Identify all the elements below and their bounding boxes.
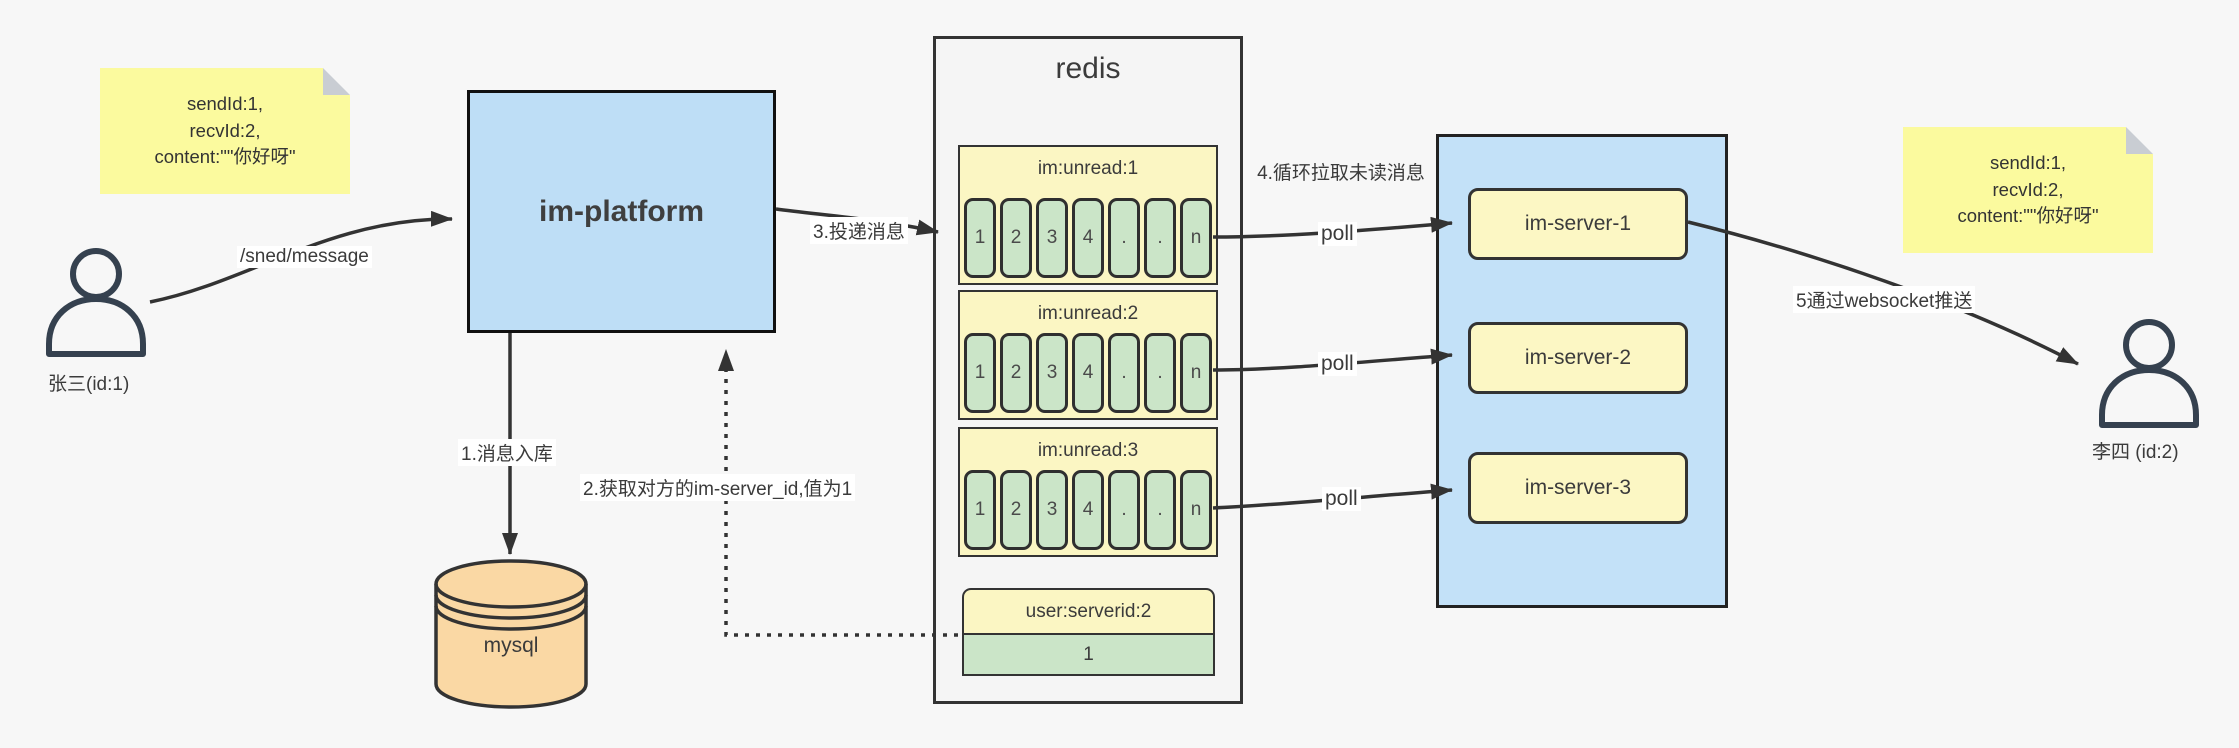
edge-label-step2: 2.获取对方的im-server_id,值为1 xyxy=(580,474,856,501)
im-platform-box: im-platform xyxy=(467,90,776,333)
im-platform-title: im-platform xyxy=(539,194,704,228)
im-server-2-box: im-server-2 xyxy=(1468,322,1688,394)
im-server-1-label: im-server-1 xyxy=(1524,212,1632,235)
im-server-3-label: im-server-3 xyxy=(1524,476,1632,499)
user-icon xyxy=(46,248,146,357)
queue-cell: 2 xyxy=(1000,470,1032,550)
queue-cell: 3 xyxy=(1036,470,1068,550)
queue-cell: 4 xyxy=(1072,198,1104,278)
queue-cell: 1 xyxy=(964,198,996,278)
edge-label-step3: 3.投递消息 xyxy=(810,217,908,244)
queue-cell: . xyxy=(1108,333,1140,413)
queue-cell: n xyxy=(1180,470,1212,550)
queue-cell: 2 xyxy=(1000,198,1032,278)
redis-queue-unread-1: im:unread:1 1 2 3 4 . . n xyxy=(958,145,1218,285)
note-line: sendId:1, xyxy=(186,92,264,114)
note-fold-icon xyxy=(323,68,350,95)
sticky-note-right: sendId:1, recvId:2, content:""你好呀" xyxy=(1903,127,2153,253)
queue-cell: . xyxy=(1144,198,1176,278)
queue-cell: . xyxy=(1144,470,1176,550)
queue-cell: 3 xyxy=(1036,333,1068,413)
edge-label-send-api: /sned/message xyxy=(237,246,372,268)
queue-cells: 1 2 3 4 . . n xyxy=(964,470,1212,550)
note-line: content:""你好呀" xyxy=(1957,205,2099,227)
queue-cell: 1 xyxy=(964,333,996,413)
queue-cell: . xyxy=(1108,198,1140,278)
mysql-database-icon xyxy=(434,559,588,709)
queue-cell: n xyxy=(1180,333,1212,413)
im-server-3-box: im-server-3 xyxy=(1468,452,1688,524)
note-line: recvId:2, xyxy=(1992,178,2064,200)
edge-label-poll-3: poll xyxy=(1322,487,1361,511)
im-server-1-box: im-server-1 xyxy=(1468,188,1688,260)
edge-label-step1: 1.消息入库 xyxy=(458,439,556,466)
sticky-note-left: sendId:1, recvId:2, content:""你好呀" xyxy=(100,68,350,194)
edge-label-step5: 5通过websocket推送 xyxy=(1793,286,1976,313)
queue-cells: 1 2 3 4 . . n xyxy=(964,333,1212,413)
receiver-label: 李四 (id:2) xyxy=(2092,442,2179,463)
note-line: recvId:2, xyxy=(189,119,261,141)
redis-title: redis xyxy=(1055,52,1121,85)
queue-title: im:unread:2 xyxy=(1037,303,1139,324)
note-line: sendId:1, xyxy=(1989,151,2067,173)
redis-queue-unread-3: im:unread:3 1 2 3 4 . . n xyxy=(958,427,1218,557)
edge-label-poll-2: poll xyxy=(1318,352,1357,376)
queue-cell: . xyxy=(1144,333,1176,413)
note-line: content:""你好呀" xyxy=(154,146,296,168)
edge-label-poll-1: poll xyxy=(1318,222,1357,246)
redis-kv-user-serverid: user:serverid:2 1 xyxy=(962,588,1215,676)
queue-title: im:unread:3 xyxy=(1037,440,1139,461)
queue-cell: 2 xyxy=(1000,333,1032,413)
sender-label: 张三(id:1) xyxy=(48,374,130,395)
queue-cell: 4 xyxy=(1072,470,1104,550)
queue-cells: 1 2 3 4 . . n xyxy=(964,198,1212,278)
queue-cell: 1 xyxy=(964,470,996,550)
kv-key: user:serverid:2 xyxy=(962,588,1215,633)
note-fold-icon xyxy=(2126,127,2153,154)
kv-value: 1 xyxy=(962,633,1215,676)
edge-label-step4: 4.循环拉取未读消息 xyxy=(1257,163,1425,184)
queue-cell: 3 xyxy=(1036,198,1068,278)
queue-title: im:unread:1 xyxy=(1037,158,1139,179)
queue-cell: n xyxy=(1180,198,1212,278)
redis-queue-unread-2: im:unread:2 1 2 3 4 . . n xyxy=(958,290,1218,420)
queue-cell: 4 xyxy=(1072,333,1104,413)
mysql-label: mysql xyxy=(483,634,539,657)
im-server-2-label: im-server-2 xyxy=(1524,346,1632,369)
user-icon xyxy=(2099,319,2199,428)
queue-cell: . xyxy=(1108,470,1140,550)
